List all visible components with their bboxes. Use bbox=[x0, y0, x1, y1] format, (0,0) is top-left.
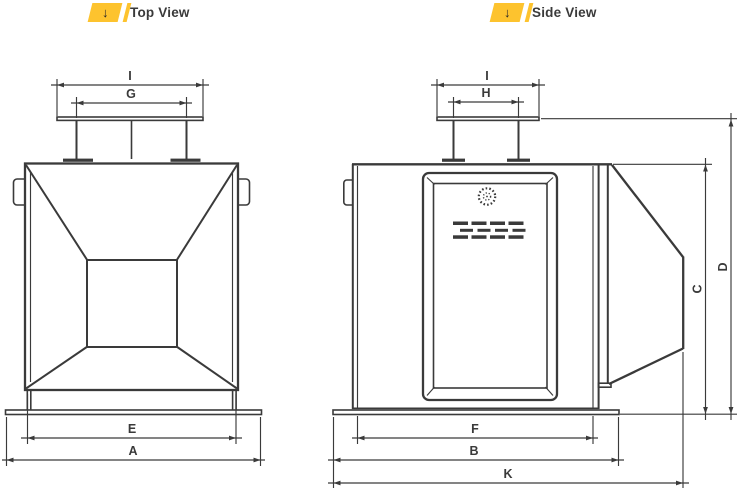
inlet-opening bbox=[86, 259, 178, 348]
dim-label-e: E bbox=[128, 422, 136, 436]
dim-label-h: H bbox=[481, 86, 490, 100]
door-knob bbox=[477, 187, 497, 206]
left-latch bbox=[12, 178, 25, 206]
dim-D: D bbox=[541, 113, 737, 420]
top-view-body bbox=[12, 162, 251, 392]
dim-label-b: B bbox=[469, 444, 478, 458]
top-view-base bbox=[4, 390, 263, 416]
top-view-inlet-duct bbox=[56, 116, 204, 162]
dim-label-i-top: I bbox=[128, 69, 131, 83]
dim-I-side: I bbox=[431, 69, 545, 116]
side-view-title: Side View bbox=[532, 5, 597, 20]
side-view-drawing: I H C bbox=[328, 69, 737, 488]
right-latch bbox=[238, 178, 251, 206]
dim-label-k: K bbox=[503, 467, 512, 481]
top-view-title: Top View bbox=[130, 5, 190, 20]
dim-label-a: A bbox=[128, 444, 137, 458]
dim-F: F bbox=[352, 416, 598, 444]
dim-G: G bbox=[71, 87, 192, 118]
base-plate bbox=[332, 409, 620, 416]
side-view-body bbox=[343, 163, 612, 410]
side-view-base bbox=[332, 409, 620, 416]
dim-label-g: G bbox=[126, 87, 136, 101]
dim-I-top: I bbox=[51, 69, 209, 116]
dim-K: K bbox=[328, 352, 689, 488]
vent-grille bbox=[453, 221, 526, 239]
left-latch bbox=[343, 179, 353, 206]
base-plate bbox=[4, 409, 263, 416]
access-door bbox=[421, 171, 559, 402]
dim-label-f: F bbox=[471, 422, 479, 436]
dim-C: C bbox=[613, 158, 712, 420]
side-view-inlet-duct bbox=[436, 116, 540, 162]
dim-label-i-side: I bbox=[485, 69, 488, 83]
dim-label-c: C bbox=[691, 284, 705, 293]
dim-H: H bbox=[448, 86, 524, 118]
discharge-outlet bbox=[597, 164, 685, 389]
dim-label-d: D bbox=[716, 262, 730, 271]
dim-E: E bbox=[21, 394, 242, 444]
top-view-drawing: I G E bbox=[2, 69, 265, 466]
dim-B: B bbox=[328, 417, 624, 488]
dim-A: A bbox=[2, 417, 265, 466]
